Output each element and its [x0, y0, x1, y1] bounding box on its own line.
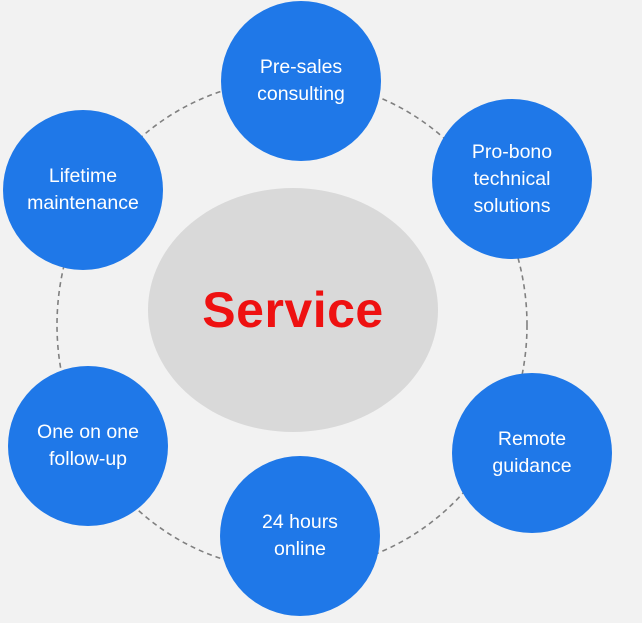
node-label: One on one follow-up — [37, 421, 139, 470]
node-label: 24 hours online — [262, 511, 338, 560]
node-pre-sales-consulting[interactable]: Pre-sales consulting — [221, 1, 381, 161]
node-pro-bono-technical-solutions[interactable]: Pro-bono technical solutions — [432, 99, 592, 259]
node-lifetime-maintenance[interactable]: Lifetime maintenance — [3, 110, 163, 270]
node-remote-guidance[interactable]: Remote guidance — [452, 373, 612, 533]
node-label: Pro-bono technical solutions — [471, 140, 553, 217]
node-24-hours-online[interactable]: 24 hours online — [220, 456, 380, 616]
center-label: Service — [202, 282, 384, 338]
center-ellipse: Service — [148, 188, 438, 432]
node-one-on-one-follow-up[interactable]: One on one follow-up — [8, 366, 168, 526]
node-label: Remote guidance — [492, 428, 572, 477]
node-label: Pre-sales consulting — [257, 56, 345, 105]
node-label: Lifetime maintenance — [27, 165, 139, 214]
